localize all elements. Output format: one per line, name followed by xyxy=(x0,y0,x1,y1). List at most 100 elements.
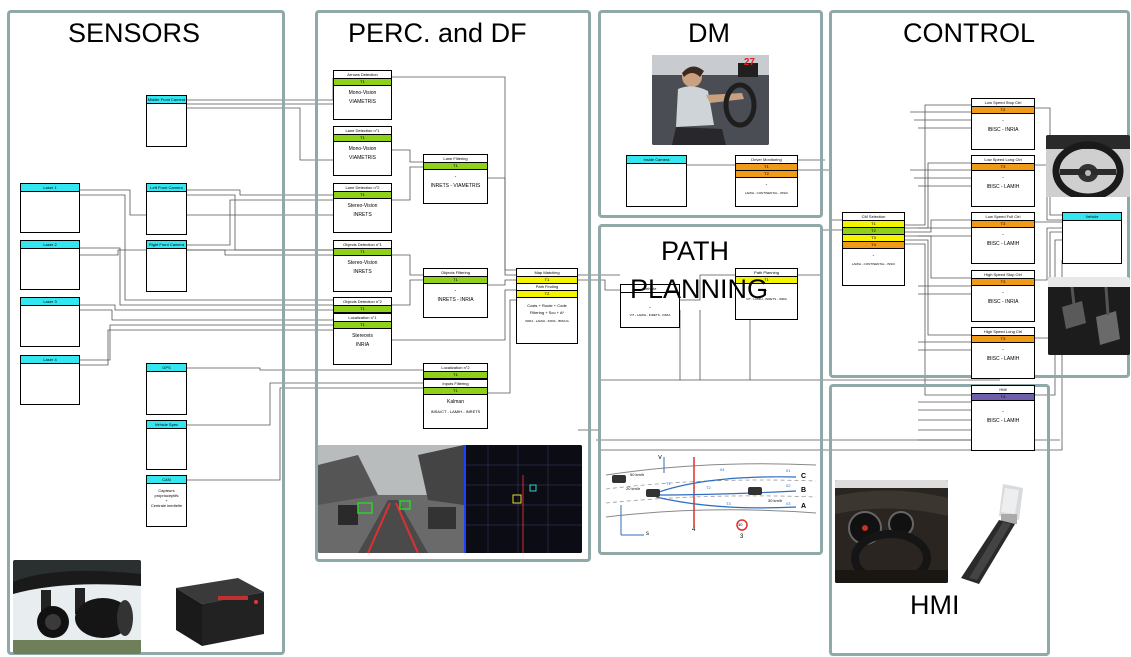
map-matching-box[interactable]: Map Matching T1 Path Finding T2 Costs + … xyxy=(516,268,578,344)
left-front-camera-box[interactable]: Left Front Camera xyxy=(146,183,187,235)
arrows-detection-box[interactable]: Arrows Detection T1 Mono-Vision VIAMETRI… xyxy=(333,70,392,120)
vehicle-behaviour-box[interactable]: Vehicle - VIT - LAMIH - INRETS - INRIA xyxy=(620,284,680,328)
middle-front-camera-box[interactable]: Middle Front Camera xyxy=(146,95,187,147)
gps-box[interactable]: GPS xyxy=(146,363,187,415)
camera-photo xyxy=(13,560,141,654)
map-matching-method-2: Filtering + Sco + A* xyxy=(529,310,565,315)
low-speed-long-ctrl-box[interactable]: Low Speed Long Ctrl T3 - IBISC - LAMIH xyxy=(971,155,1035,207)
high-speed-stop-ctrl-method: - xyxy=(1002,290,1004,296)
laser-3-box[interactable]: Laser 3 xyxy=(20,297,80,347)
low-speed-full-ctrl-partner: IBISC - LAMIH xyxy=(986,241,1020,247)
localization-2-box[interactable]: Localization n°2 T1 xyxy=(423,363,488,379)
objects-detection-2-task: T1 xyxy=(334,306,391,313)
path-finding-title: Path Finding xyxy=(517,284,577,291)
lane-detection-2-task: T1 xyxy=(334,192,391,199)
lane-filtering-task: T1 xyxy=(424,163,487,170)
vehicle-spec-box[interactable]: Vehicle Spec xyxy=(146,420,187,470)
map-matching-method-1: Costs + Route + Code xyxy=(527,303,567,308)
low-speed-full-ctrl-task: T3 xyxy=(972,221,1034,228)
inputs-filtering-task: T1 xyxy=(424,388,487,395)
laser-2-label: Laser 2 xyxy=(21,241,79,249)
cm-selection-task-4: T4 xyxy=(843,242,904,249)
vehicle-box[interactable]: Vehicle xyxy=(1062,212,1122,264)
hmi-panel xyxy=(829,384,1050,656)
high-speed-long-ctrl-method: - xyxy=(1002,347,1004,353)
objects-detection-1-box[interactable]: Objects Detection n°1 T1 Stereo-Vision I… xyxy=(333,240,392,292)
inputs-filtering-box[interactable]: Inputs Filtering T1 Kalman INSA/CT - LAM… xyxy=(423,379,488,429)
left-front-camera-label: Left Front Camera xyxy=(147,184,186,192)
driver-monitoring-task-2: T2 xyxy=(736,171,797,178)
localization-2-task: T1 xyxy=(424,372,487,379)
scene-mark-t3: T3 xyxy=(726,501,731,506)
path-finding-task: T2 xyxy=(517,291,577,298)
objects-filtering-method: - xyxy=(454,288,457,294)
laser-1-box[interactable]: Laser 1 xyxy=(20,183,80,233)
cm-selection-title: CM Selection xyxy=(843,213,904,221)
inside-camera-label: Inside Camera xyxy=(627,156,686,164)
driver-monitoring-title: Driver Monitoring xyxy=(736,156,797,164)
lane-detection-2-box[interactable]: Lane Detection n°2 T1 Stereo-Vision INRE… xyxy=(333,183,392,233)
objects-detection-1-task: T1 xyxy=(334,249,391,256)
pedals-photo xyxy=(1048,277,1130,355)
low-speed-stop-ctrl-title: Low Speed Stop Ctrl xyxy=(972,99,1034,107)
arrows-detection-partner: VIAMETRIS xyxy=(349,99,376,105)
map-matching-task: T1 xyxy=(517,277,577,284)
laser-4-label: Laser 4 xyxy=(21,356,79,364)
objects-filtering-partner: INRETS - INRIA xyxy=(437,297,474,303)
inside-camera-box[interactable]: Inside Camera xyxy=(626,155,687,207)
dashboard-photo xyxy=(835,480,948,583)
can-box[interactable]: CAN Capteurs proprioceptifs + Centrale i… xyxy=(146,475,187,527)
lane-filtering-box[interactable]: Lane Filtering T1 - INRETS - VIAMETRIS xyxy=(423,154,488,204)
arrows-detection-title: Arrows Detection xyxy=(334,71,391,79)
laser-4-box[interactable]: Laser 4 xyxy=(20,355,80,405)
high-speed-stop-ctrl-box[interactable]: High Speed Stop Ctrl T3 - IBISC - INRIA xyxy=(971,270,1035,322)
lane-filtering-method: - xyxy=(454,174,457,180)
lane-detection-1-box[interactable]: Lane Detection n°1 T1 Mono-Vision VIAMET… xyxy=(333,126,392,176)
vehicle-behaviour-partner: VIT - LAMIH - INRETS - INRIA xyxy=(629,313,671,317)
high-speed-stop-ctrl-task: T3 xyxy=(972,279,1034,286)
scene-path-02: 02 xyxy=(786,483,791,488)
scene-label-v: V xyxy=(658,455,663,461)
scene-lane-a: A xyxy=(801,503,807,510)
cm-selection-method: - xyxy=(872,253,875,259)
hmi-box-title: HMI xyxy=(972,386,1034,394)
hmi-box[interactable]: HMI T4 - IBISC - LAMIH xyxy=(971,385,1035,451)
objects-filtering-box[interactable]: Objects Filtering T1 - INRETS - INRIA xyxy=(423,268,488,318)
map-matching-partner: INRIA - LAMIH - INRIA - IBISC/A xyxy=(525,319,569,323)
sensors-panel xyxy=(7,10,285,655)
laser-2-box[interactable]: Laser 2 xyxy=(20,240,80,290)
high-speed-long-ctrl-box[interactable]: High Speed Long Ctrl T3 - IBISC - LAMIH xyxy=(971,327,1035,379)
driver-photo: 27 xyxy=(652,55,769,145)
hmi-box-method: - xyxy=(1002,409,1004,415)
lane-detection-1-task: T1 xyxy=(334,135,391,142)
low-speed-full-ctrl-box[interactable]: Low Speed Full Ctrl T3 - IBISC - LAMIH xyxy=(971,212,1035,264)
scene-speed-50: 50 km/h xyxy=(630,472,645,477)
objects-detection-2-box[interactable]: Objects Detection n°2 T1 xyxy=(333,297,392,313)
localization-1-box[interactable]: Localization n°1 T1 Stereovis INRIA xyxy=(333,313,392,365)
path-planning-panel xyxy=(598,224,823,555)
lane-detection-2-partner: INRETS xyxy=(353,212,372,218)
steering-wheel-photo xyxy=(1046,135,1130,197)
right-front-camera-box[interactable]: Right Front Camera xyxy=(146,240,187,292)
can-text: Capteurs proprioceptifs + Centrale inert… xyxy=(150,488,183,508)
low-speed-stop-ctrl-box[interactable]: Low Speed Stop Ctrl T2 - IBISC - INRIA xyxy=(971,98,1035,150)
localization-1-title: Localization n°1 xyxy=(334,314,391,322)
cm-selection-task-1: T1 xyxy=(843,221,904,228)
localization-1-method: Stereovis xyxy=(352,333,373,339)
path-planning-box[interactable]: Path Planning T1 - VIT - LAMIH - INRETS … xyxy=(735,268,798,320)
inputs-filtering-partner: INSA/CT - LAMIH - INRETS xyxy=(430,409,481,414)
path-planning-box-title: Path Planning xyxy=(736,269,797,277)
driver-monitoring-box[interactable]: Driver Monitoring T1 T2 - LAMIH - CONTIN… xyxy=(735,155,798,207)
driver-photo-label: 27 xyxy=(743,57,755,68)
low-speed-long-ctrl-title: Low Speed Long Ctrl xyxy=(972,156,1034,164)
vehicle-label: Vehicle xyxy=(1063,213,1121,221)
lane-filtering-partner: INRETS - VIAMETRIS xyxy=(430,183,481,189)
lane-detection-2-method: Stereo-Vision xyxy=(347,203,378,209)
high-speed-stop-ctrl-title: High Speed Stop Ctrl xyxy=(972,271,1034,279)
perception-title: PERC. and DF xyxy=(348,18,527,48)
cm-selection-box[interactable]: CM Selection T1 T2 T3 T4 - LAMIH - CONTI… xyxy=(842,212,905,286)
scene-label-4: 4 xyxy=(692,527,696,533)
hmi-title: HMI xyxy=(910,590,960,620)
high-speed-stop-ctrl-partner: IBISC - INRIA xyxy=(987,299,1019,305)
scene-path-04: 04 xyxy=(720,467,725,472)
